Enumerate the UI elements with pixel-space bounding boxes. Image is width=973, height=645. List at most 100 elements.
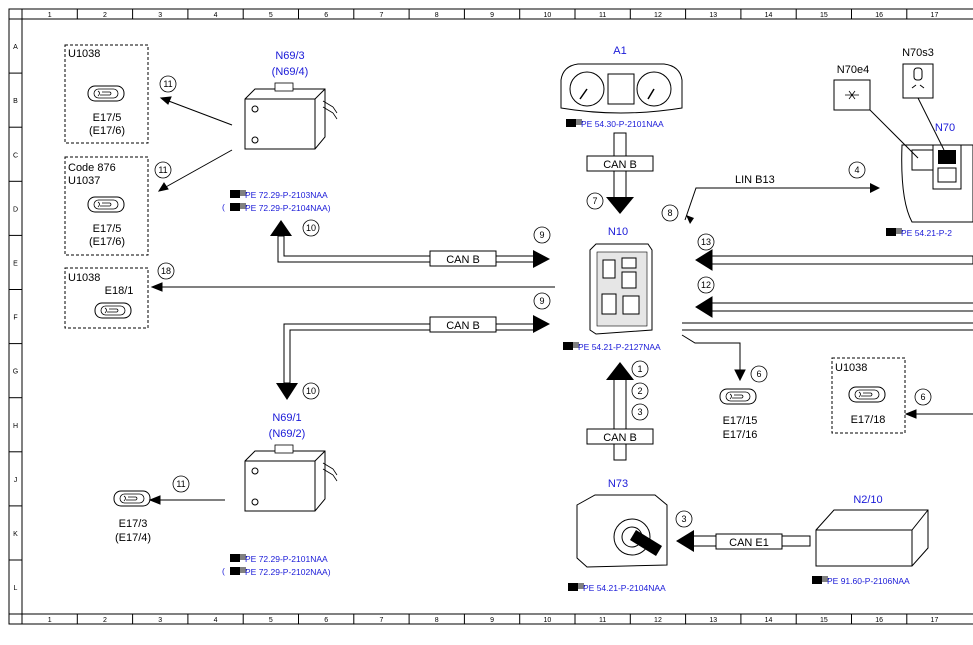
grid-column-label: 12 <box>654 617 662 624</box>
grid-column-label: 16 <box>875 12 883 19</box>
svg-text:9: 9 <box>539 230 544 240</box>
n69-1-module: N69/1 (N69/2) PE 72.29-P-2101NAA ( PE 72… <box>222 412 338 577</box>
callout-marker: 8 <box>661 204 679 222</box>
svg-text:PE 54.30-P-2101NAA: PE 54.30-P-2101NAA <box>581 119 664 129</box>
lamp-icon <box>87 85 125 102</box>
grid-column-label: 14 <box>765 12 773 19</box>
callout-marker: 3 <box>631 403 649 421</box>
svg-text:PE 72.29-P-2103NAA: PE 72.29-P-2103NAA <box>245 190 328 200</box>
svg-text:N70s3: N70s3 <box>902 47 934 59</box>
svg-text:E17/5: E17/5 <box>93 112 122 124</box>
grid-column-label: 17 <box>931 12 939 19</box>
svg-text:(E17/6): (E17/6) <box>89 125 125 137</box>
lamp-icon <box>848 386 886 403</box>
grid-column-label: 4 <box>214 12 218 19</box>
callout-marker: 13 <box>697 233 715 251</box>
callout-marker: 1 <box>631 360 649 378</box>
grid-row-label: G <box>13 369 18 376</box>
n2-10-module: N2/10 PE 91.60-P-2106NAA <box>811 494 929 586</box>
grid-column-label: 13 <box>709 617 717 624</box>
svg-text:U1038: U1038 <box>68 272 100 284</box>
svg-text:N73: N73 <box>608 478 628 490</box>
grid-column-label: 17 <box>931 617 939 624</box>
can-b-bus-bottom: CAN B <box>586 362 654 461</box>
svg-text:18: 18 <box>161 266 171 276</box>
callout-marker: 9 <box>533 292 551 310</box>
callout-marker: 11 <box>154 161 172 179</box>
svg-text:(N69/2): (N69/2) <box>269 428 306 440</box>
grid-column-label: 9 <box>490 12 494 19</box>
grid-column-label: 3 <box>158 12 162 19</box>
grid-column-label: 8 <box>435 12 439 19</box>
svg-text:LIN B13: LIN B13 <box>735 174 775 186</box>
a1-instrument-cluster: A1 PE 54.30-P-2101NAA <box>560 45 683 129</box>
lamp-icon <box>87 196 125 213</box>
svg-text:N10: N10 <box>608 226 628 238</box>
svg-text:N69/1: N69/1 <box>272 412 301 424</box>
svg-text:U1037: U1037 <box>68 175 100 187</box>
svg-text:E17/15: E17/15 <box>723 415 758 427</box>
svg-text:11: 11 <box>176 479 185 489</box>
svg-text:10: 10 <box>306 223 316 233</box>
svg-text:CAN B: CAN B <box>603 432 637 444</box>
svg-text:4: 4 <box>854 165 859 175</box>
svg-text:PE 54.21-P-2: PE 54.21-P-2 <box>901 228 952 238</box>
grid-column-label: 11 <box>599 12 606 19</box>
callout-marker: 2 <box>631 382 649 400</box>
svg-text:PE 72.29-P-2101NAA: PE 72.29-P-2101NAA <box>245 554 328 564</box>
callout-marker: 11 <box>159 75 177 93</box>
grid-column-label: 4 <box>214 617 218 624</box>
svg-text:PE 91.60-P-2106NAA: PE 91.60-P-2106NAA <box>827 576 910 586</box>
lamp-e17-15: E17/15 E17/16 <box>719 388 758 441</box>
callout-marker: 18 <box>157 262 175 280</box>
svg-text:8: 8 <box>667 208 672 218</box>
grid-row-label: C <box>13 152 18 159</box>
svg-text:7: 7 <box>592 196 597 206</box>
n70-overhead-module: N70e4 N70s3 N70 PE 54.21-P-2 <box>833 47 973 238</box>
can-e1-bus: CAN E1 <box>676 530 811 552</box>
svg-text:13: 13 <box>701 237 711 247</box>
u1038-mid-box: U1038 E18/1 <box>64 267 149 329</box>
grid-row-label: H <box>13 423 18 430</box>
lamp-icon <box>94 302 132 319</box>
callout-marker: 4 <box>848 161 866 179</box>
svg-text:12: 12 <box>701 280 711 290</box>
callout-marker: 6 <box>750 365 768 383</box>
svg-text:CAN B: CAN B <box>446 320 480 332</box>
grid-column-label: 7 <box>379 12 383 19</box>
svg-text:Code 876: Code 876 <box>68 162 116 174</box>
grid-row-label: J <box>14 477 18 484</box>
callout-marker: 6 <box>914 388 932 406</box>
grid-column-label: 1 <box>48 12 52 19</box>
svg-text:11: 11 <box>158 165 167 175</box>
grid-column-label: 16 <box>875 617 883 624</box>
svg-text:E17/5: E17/5 <box>93 223 122 235</box>
svg-text:N2/10: N2/10 <box>853 494 882 506</box>
grid-column-label: 15 <box>820 12 828 19</box>
can-b-bus-lower: CAN B <box>276 315 550 400</box>
grid-column-label: 12 <box>654 12 662 19</box>
grid-column-label: 9 <box>490 617 494 624</box>
n10-module: N10 PE 54.21-P-2127NAA <box>562 226 661 352</box>
svg-text:A1: A1 <box>613 45 626 57</box>
svg-text:2: 2 <box>637 386 642 396</box>
svg-text:6: 6 <box>756 369 761 379</box>
grid-column-label: 14 <box>765 617 773 624</box>
svg-text:(N69/4): (N69/4) <box>272 66 309 78</box>
svg-text:(: ( <box>222 566 225 576</box>
svg-text:(E17/4): (E17/4) <box>115 532 151 544</box>
grid-row-label: E <box>13 260 18 267</box>
grid-row-label: A <box>13 44 18 51</box>
grid-column-label: 8 <box>435 617 439 624</box>
callout-marker: 3 <box>675 510 693 528</box>
frame-border <box>8 8 973 625</box>
grid-row-label: K <box>13 531 18 538</box>
grid-row-label: L <box>14 585 18 592</box>
svg-text:3: 3 <box>637 407 642 417</box>
callout-marker: 10 <box>302 219 320 237</box>
grid-column-label: 2 <box>103 617 107 624</box>
